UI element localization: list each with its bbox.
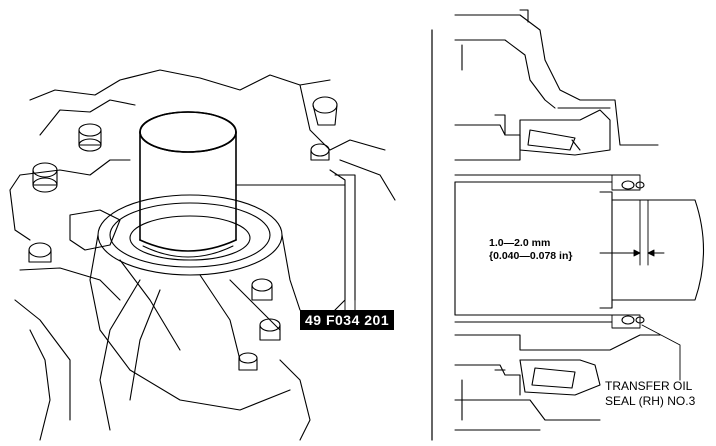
seal-leader-line — [641, 324, 681, 381]
seal-cross-section — [454, 9, 704, 431]
dimension-metric: 1.0—2.0 mm — [489, 237, 551, 249]
tool-leader-line — [235, 184, 356, 311]
seal-callout-line2: SEAL (RH) NO.3 — [605, 394, 696, 408]
seal-callout-line1: TRANSFER OIL — [605, 379, 693, 393]
seal-callout: TRANSFER OIL SEAL (RH) NO.3 — [605, 379, 695, 409]
transaxle-housing-illustration — [9, 69, 396, 441]
dimension-label: 1.0—2.0 mm {0.040—0.078 in} — [489, 237, 572, 263]
tool-number-label: 49 F034 201 — [300, 310, 395, 330]
dimension-arrows — [599, 199, 665, 266]
dimension-imperial: {0.040—0.078 in} — [489, 250, 573, 262]
installer-tool — [139, 111, 237, 258]
